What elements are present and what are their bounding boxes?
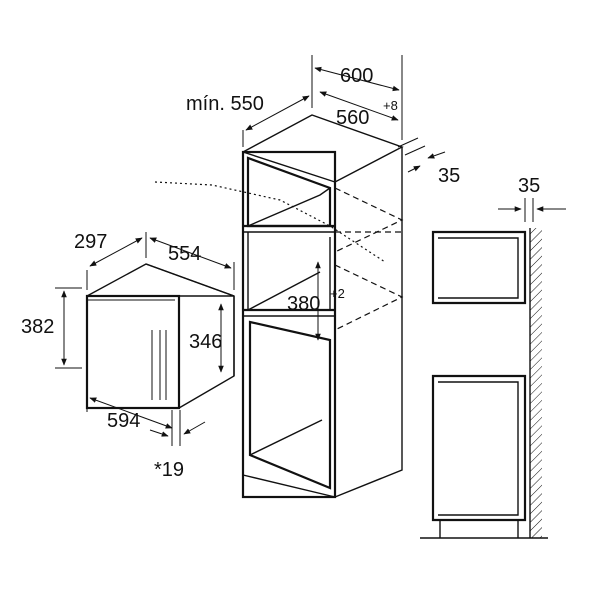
appliance-front: [85, 294, 181, 410]
label-wall-gap: 35: [518, 175, 540, 197]
side-section-view: [420, 198, 566, 539]
label-front-height: 346: [189, 331, 222, 353]
cabinet-dimensions: [242, 55, 446, 341]
label-footnote: *19: [154, 459, 184, 481]
label-niche-height: 380: [287, 293, 320, 315]
label-niche-width: 560: [336, 107, 369, 129]
cabinet-drawing: [154, 114, 404, 499]
label-niche-width-tol: +8: [383, 98, 398, 113]
label-appliance-width-top: 554: [168, 243, 201, 265]
appliance-dimensions: [55, 232, 235, 446]
label-appliance-depth: 297: [74, 231, 107, 253]
label-min-depth: mín. 550: [186, 93, 264, 115]
label-cabinet-width: 600: [340, 65, 373, 87]
wall-hatch: [530, 228, 542, 538]
label-front-width: 594: [107, 410, 140, 432]
label-side-gap: 35: [438, 165, 460, 187]
label-appliance-height: 382: [21, 316, 54, 338]
label-niche-height-tol: +2: [330, 286, 345, 301]
